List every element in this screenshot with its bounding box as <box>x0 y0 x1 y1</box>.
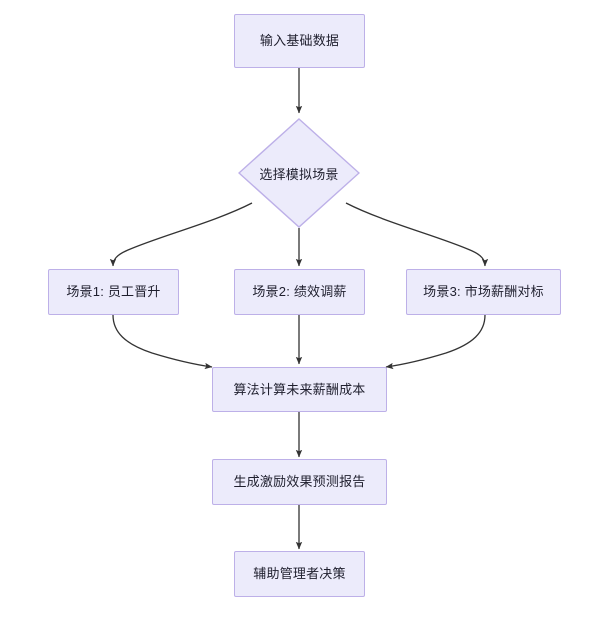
node-input-data[interactable]: 输入基础数据 <box>234 14 365 68</box>
node-select-scenario[interactable]: 选择模拟场景 <box>238 118 360 228</box>
edge-select-to-scenario-3 <box>345 202 489 267</box>
node-scenario-1-label: 场景1: 员工晋升 <box>66 284 161 300</box>
node-input-data-label: 输入基础数据 <box>259 33 340 49</box>
node-calculate-cost-label: 算法计算未来薪酬成本 <box>233 381 366 397</box>
node-scenario-3[interactable]: 场景3: 市场薪酬对标 <box>406 269 561 315</box>
node-select-scenario-label: 选择模拟场景 <box>259 166 339 182</box>
edge-select-to-scenario-1 <box>109 202 253 267</box>
node-scenario-2-label: 场景2: 绩效调薪 <box>252 284 347 300</box>
node-assist-decision-label: 辅助管理者决策 <box>253 566 346 582</box>
node-scenario-2[interactable]: 场景2: 绩效调薪 <box>234 269 365 315</box>
edge-scenario-3-to-calculate <box>385 314 486 370</box>
node-calculate-cost[interactable]: 算法计算未来薪酬成本 <box>212 367 387 412</box>
node-generate-report-label: 生成激励效果预测报告 <box>233 474 366 490</box>
diamond-shape <box>238 118 360 228</box>
node-scenario-3-label: 场景3: 市场薪酬对标 <box>423 284 544 300</box>
node-scenario-1[interactable]: 场景1: 员工晋升 <box>48 269 179 315</box>
node-generate-report[interactable]: 生成激励效果预测报告 <box>212 459 387 505</box>
node-assist-decision[interactable]: 辅助管理者决策 <box>234 551 365 597</box>
edge-scenario-1-to-calculate <box>112 314 213 370</box>
